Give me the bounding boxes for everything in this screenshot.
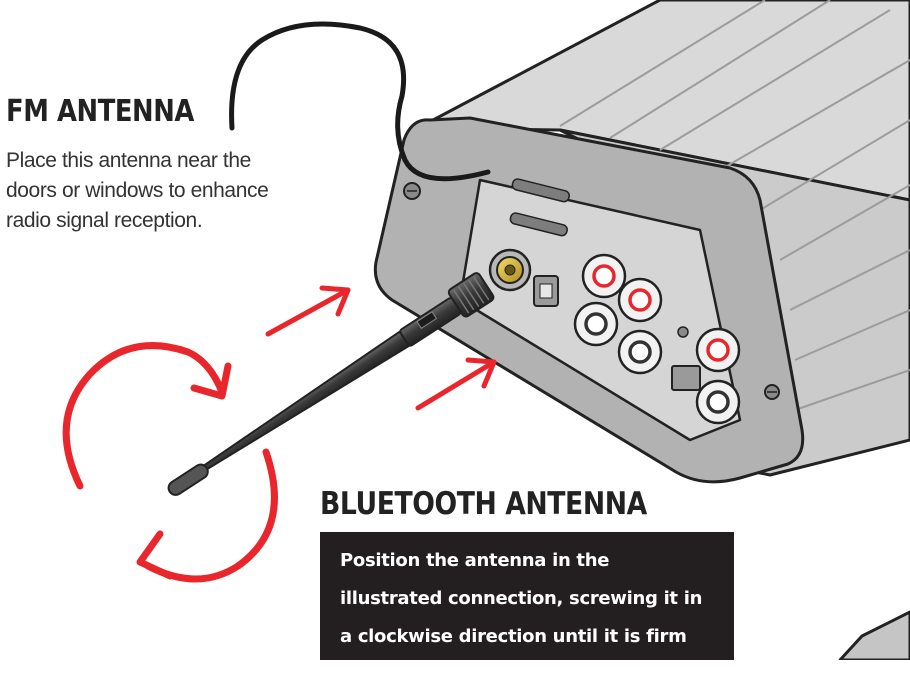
bezel-screw (764, 384, 780, 400)
rca-jack-white (617, 329, 663, 375)
rca-jack-red (617, 277, 663, 323)
bluetooth-antenna-title: BLUETOOTH ANTENNA (320, 486, 647, 522)
rotate-clockwise-arrowhead-icon (190, 362, 232, 400)
antenna-connector (488, 248, 532, 292)
insert-arrows (265, 285, 497, 411)
bluetooth-antenna (167, 272, 495, 496)
bezel-screw (403, 182, 421, 200)
device-corner-fragment (838, 610, 910, 660)
insert-arrow-icon (265, 287, 351, 337)
receiver-device (373, 0, 910, 484)
panel-screw (677, 326, 689, 338)
bluetooth-antenna-description: Position the antenna in the illustrated … (340, 550, 703, 685)
insert-arrow-icon (415, 359, 497, 411)
network-port (671, 365, 701, 391)
insert-arrow-icon (465, 357, 497, 389)
antenna-tip (167, 463, 209, 496)
optical-port-window (539, 283, 553, 299)
rotate-clockwise-arrow-icon (62, 342, 226, 490)
antenna-knurl-lines (452, 276, 490, 314)
bluetooth-instruction-box: Position the antenna in the illustrated … (320, 532, 734, 685)
bezel-slot (511, 178, 570, 203)
fm-antenna-title: FM ANTENNA (6, 94, 194, 129)
bezel-slot (509, 212, 568, 237)
rotate-arrows (62, 342, 278, 583)
device-ridges (559, 0, 910, 411)
insert-arrow-icon (319, 285, 351, 317)
fm-antenna-description: Place this antenna near the doors or win… (6, 149, 269, 232)
rca-jack-white (695, 379, 741, 425)
rca-jack-red (695, 327, 741, 373)
fm-antenna-wire (229, 21, 491, 182)
antenna-installation-illustration (62, 0, 910, 660)
rca-jack-red (581, 253, 627, 299)
rca-jack-white (573, 301, 619, 347)
antenna-hinge-window (416, 311, 438, 330)
rotate-clockwise-arrow-icon (144, 448, 278, 583)
rotate-clockwise-arrowhead-icon (136, 530, 174, 580)
